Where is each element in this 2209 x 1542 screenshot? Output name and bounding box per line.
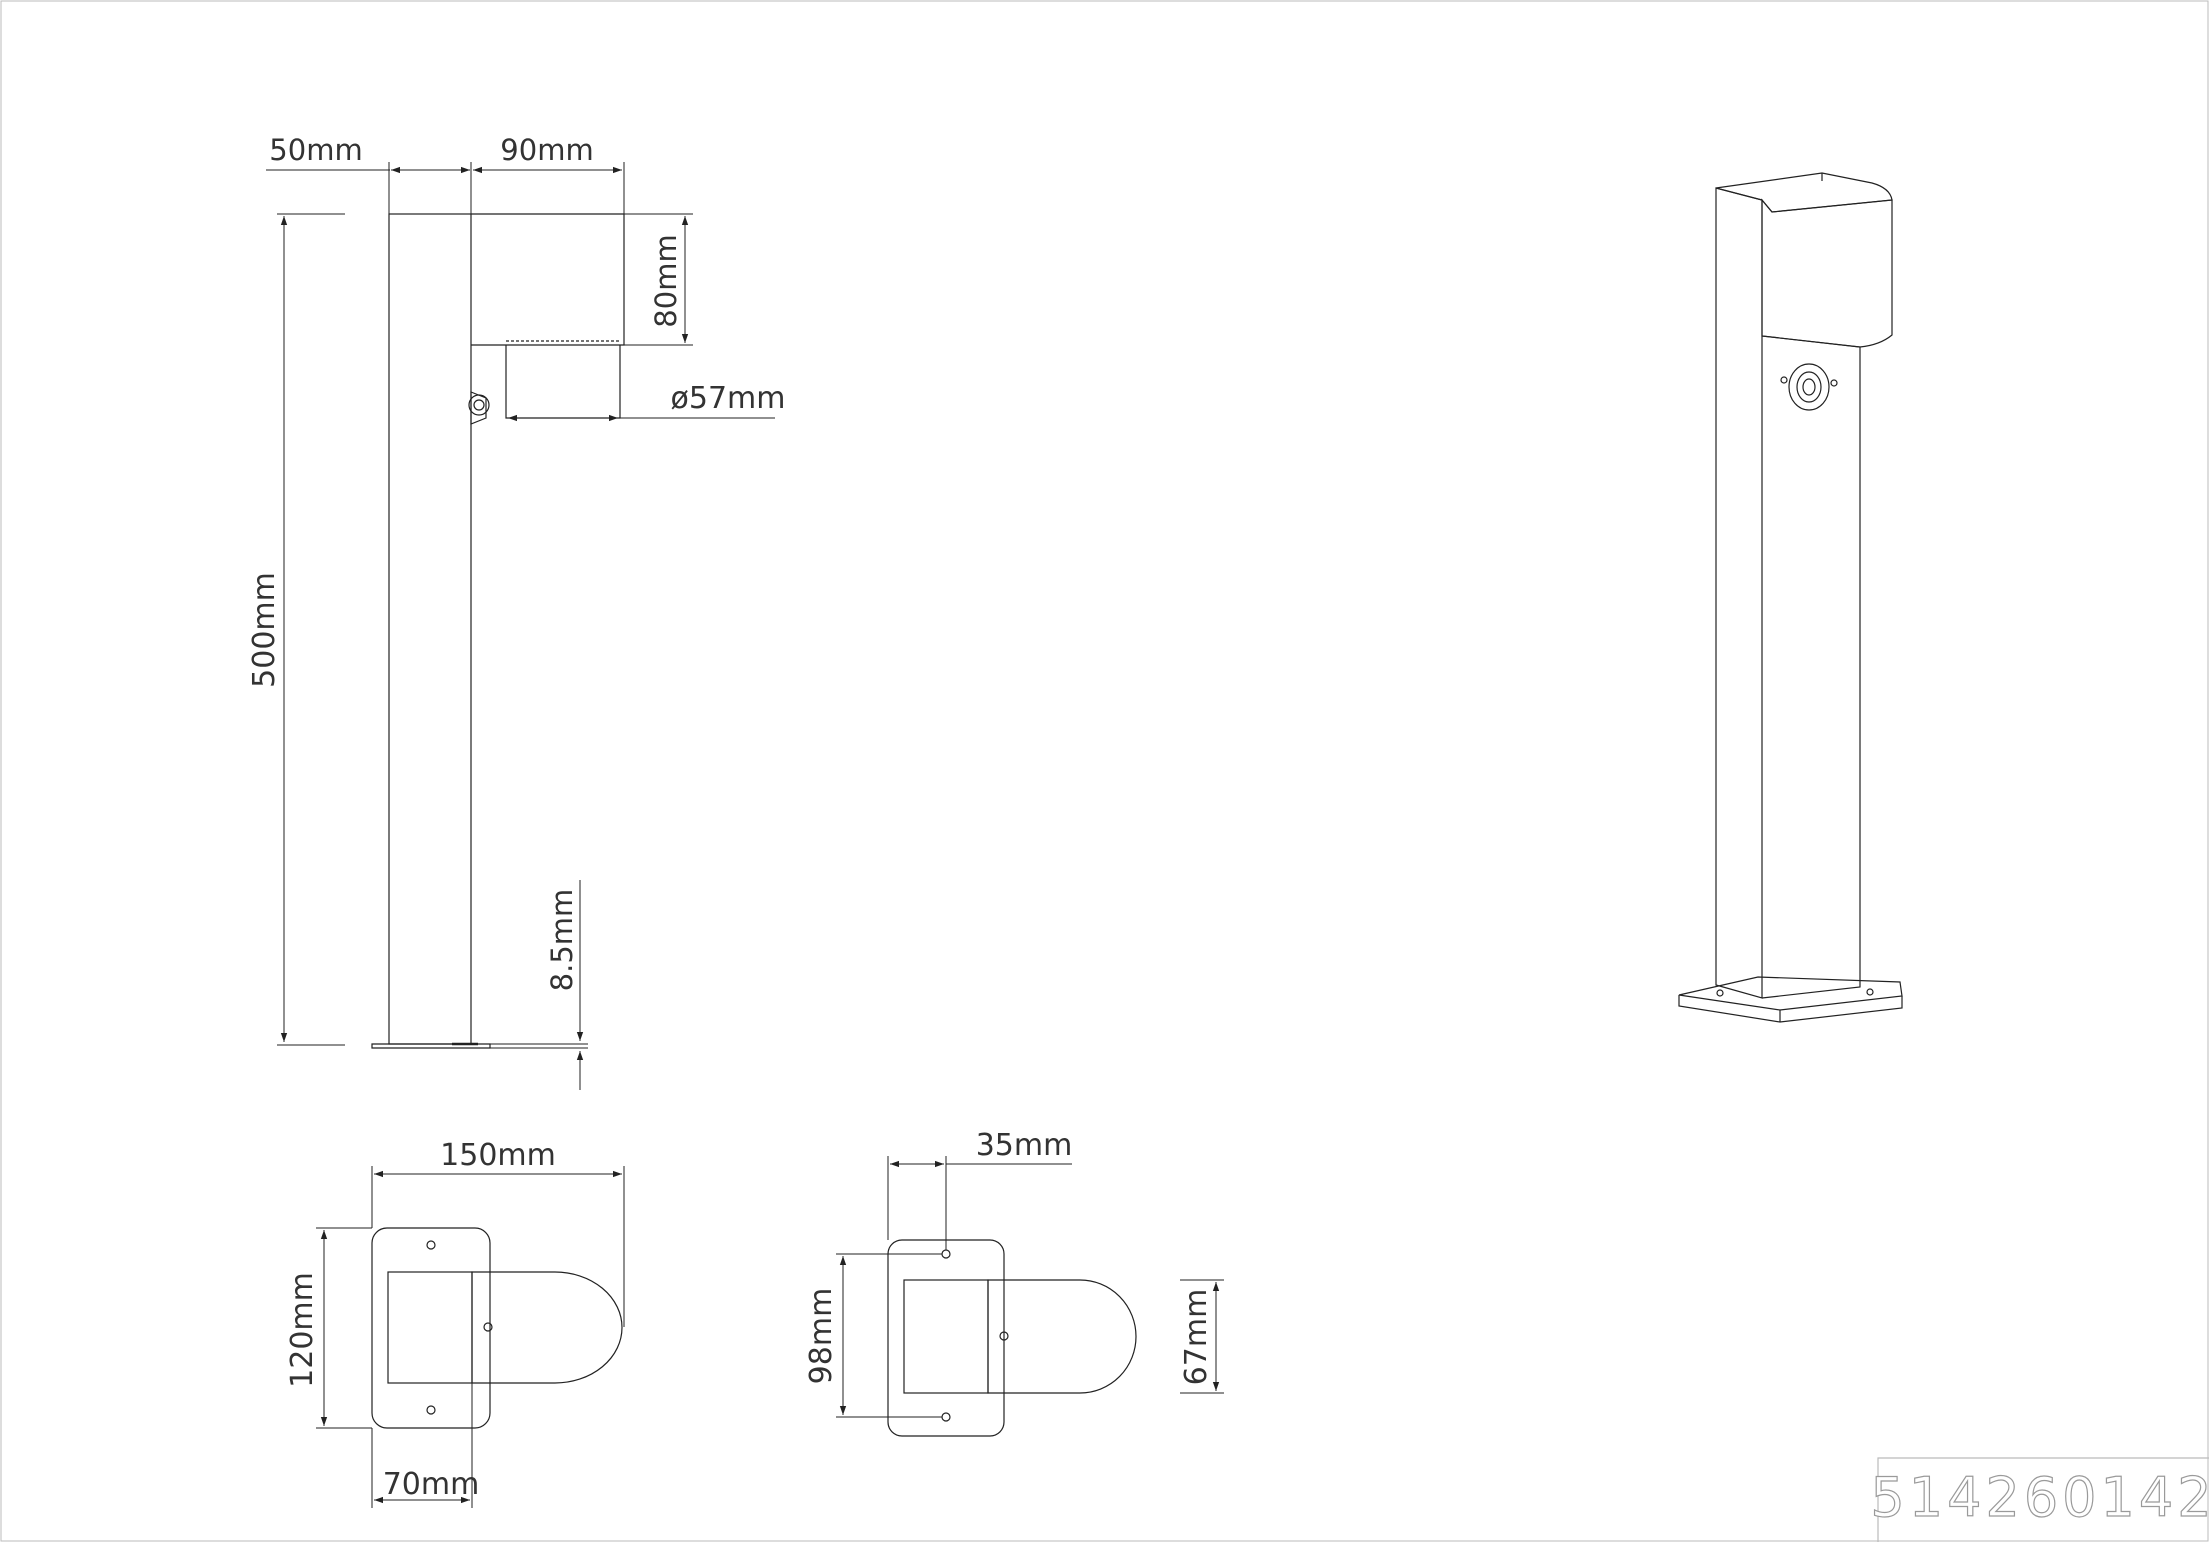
- isometric-view: [1678, 172, 1903, 1023]
- sensor-housing: [505, 345, 621, 419]
- post-small: [903, 1279, 989, 1394]
- top-view-small-dimension-lines: [836, 1156, 1224, 1418]
- dim-head-width: 67mm: [1179, 1289, 1214, 1386]
- top-view-large: [371, 1227, 623, 1429]
- iso-post-front-face: [1761, 335, 1861, 999]
- dim-head-length: 90mm: [500, 133, 593, 167]
- iso-lamp-head-top: [1715, 172, 1893, 213]
- iso-base-hole-icon: [1716, 989, 1724, 997]
- mounting-hole-icon: [941, 1249, 951, 1259]
- dim-top-length: 150mm: [440, 1138, 556, 1173]
- motion-sensor-icon: [468, 391, 490, 425]
- iso-base-plate-front: [1678, 995, 1903, 1023]
- mounting-hole-icon: [941, 1412, 951, 1422]
- dim-arm-offset: 50mm: [269, 133, 362, 167]
- lamp-head-top: [471, 1271, 623, 1384]
- dim-hole-offset: 35mm: [976, 1128, 1073, 1163]
- iso-post-left-face: [1715, 187, 1763, 999]
- iso-lamp-head-front: [1761, 198, 1893, 348]
- base-plate-top: [371, 1227, 491, 1429]
- dim-base-thickness: 8.5mm: [545, 889, 579, 992]
- title-block: 514260142: [1870, 1457, 2209, 1542]
- dim-sensor-diameter: ø57mm: [671, 381, 786, 416]
- dim-total-height: 500mm: [247, 572, 282, 688]
- post-outline: [388, 213, 472, 1045]
- screw-icon: [483, 1322, 493, 1332]
- iso-motion-sensor-icon: [1780, 363, 1838, 411]
- dim-head-height: 80mm: [649, 234, 683, 327]
- iso-base-plate-top: [1678, 976, 1903, 1011]
- side-view-dimension-lines: [266, 162, 775, 1090]
- side-elevation-view: [371, 213, 625, 1049]
- post-top: [387, 1271, 473, 1384]
- top-view-small: [887, 1239, 1137, 1437]
- dim-hole-spacing: 98mm: [804, 1288, 839, 1385]
- iso-base-hole-icon: [1866, 988, 1874, 996]
- dim-post-width: 70mm: [383, 1467, 480, 1502]
- side-view-dimension-labels: 50mm 90mm 80mm ø57mm 500mm 8.5mm: [247, 133, 785, 991]
- top-view-small-dimension-labels: 35mm 98mm 67mm: [804, 1128, 1214, 1385]
- title-block-frame: [1877, 1457, 2209, 1542]
- base-plate-small: [887, 1239, 1005, 1437]
- mounting-hole-icon: [426, 1405, 436, 1415]
- top-view-large-dimension-lines: [316, 1166, 625, 1508]
- lamp-head-small: [987, 1279, 1137, 1394]
- lamp-head-outline: [471, 213, 625, 346]
- mounting-hole-icon: [426, 1240, 436, 1250]
- dim-top-depth: 120mm: [285, 1272, 320, 1388]
- article-number: 514260142: [1870, 1466, 2209, 1529]
- top-view-large-dimension-labels: 150mm 120mm 70mm: [285, 1138, 556, 1502]
- screw-icon: [999, 1331, 1009, 1341]
